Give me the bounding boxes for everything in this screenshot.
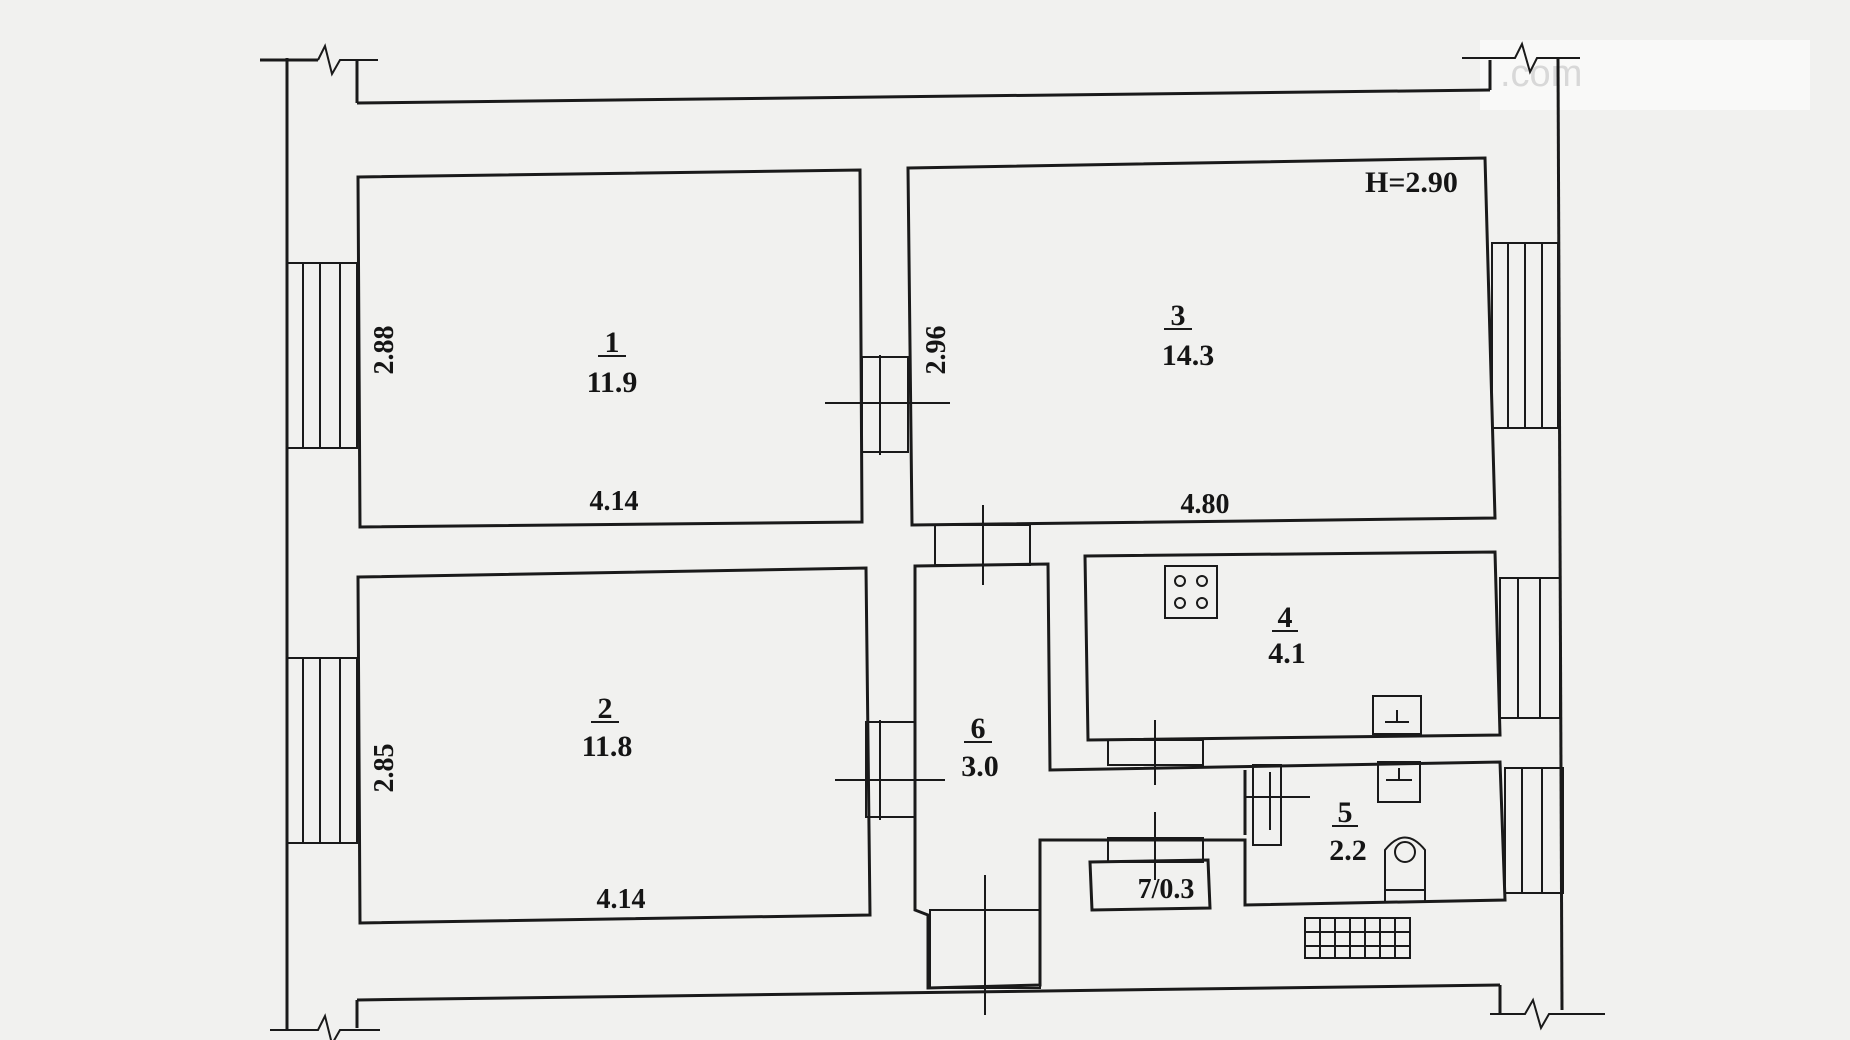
toilet-icon [1384, 836, 1426, 903]
room-7-outline [1088, 858, 1212, 912]
room-3-width: 4.80 [1181, 489, 1230, 520]
room-6-label: 6 3.0 [961, 712, 999, 783]
washbasin-icon [1377, 761, 1421, 803]
room-1-number: 1 [605, 326, 620, 359]
window-room5 [1504, 767, 1564, 894]
room-5-number: 5 [1338, 796, 1353, 829]
room-6-area: 3.0 [961, 750, 999, 783]
fixtures [1164, 565, 1426, 959]
outer-walls [260, 41, 1605, 1040]
room-3-number: 3 [1171, 299, 1186, 332]
room-6-outline [913, 562, 1507, 990]
room-7-label: 7/0.3 [1138, 874, 1195, 905]
room-4-label: 4 4.1 [1268, 601, 1306, 670]
window-room4 [1499, 577, 1561, 719]
room-3-outline [906, 156, 1497, 527]
door-room2-room6 [865, 721, 916, 818]
room-4-outline [1083, 550, 1502, 742]
room-1-height: 2.88 [369, 326, 400, 375]
room-4-number: 4 [1278, 601, 1293, 634]
room-1-outline [356, 168, 864, 529]
radiator-icon [1304, 917, 1411, 959]
sink-icon [1372, 695, 1422, 735]
door-room5 [1252, 764, 1282, 846]
stove-icon [1164, 565, 1218, 619]
windows [286, 242, 1564, 894]
room-outlines [356, 156, 1507, 990]
room-1-area: 11.9 [587, 366, 638, 399]
room-5-area: 2.2 [1329, 834, 1367, 867]
room-2-height: 2.85 [369, 744, 400, 793]
room-2-number: 2 [598, 692, 613, 725]
room-1-label: 1 11.9 [587, 326, 638, 399]
room-2-area: 11.8 [582, 730, 633, 763]
room-3-area: 14.3 [1162, 339, 1215, 372]
room-5-label: 5 2.2 [1329, 796, 1367, 867]
watermark-text: .com [1500, 53, 1582, 95]
room-2-width: 4.14 [597, 884, 646, 915]
window-room1 [286, 262, 358, 449]
ceiling-height-label: H=2.90 [1365, 166, 1458, 199]
room-1-width: 4.14 [590, 486, 639, 517]
watermark-box [1480, 40, 1810, 110]
room-3-height: 2.96 [921, 326, 952, 375]
room-2-label: 2 11.8 [582, 692, 633, 763]
room-6-number: 6 [971, 712, 986, 745]
door-room1-room3 [861, 356, 909, 453]
room-3-label: 3 14.3 [1162, 299, 1215, 372]
window-room2 [286, 657, 358, 844]
room-2-outline [356, 566, 872, 925]
room-4-area: 4.1 [1268, 637, 1306, 670]
doors [825, 355, 1310, 1015]
